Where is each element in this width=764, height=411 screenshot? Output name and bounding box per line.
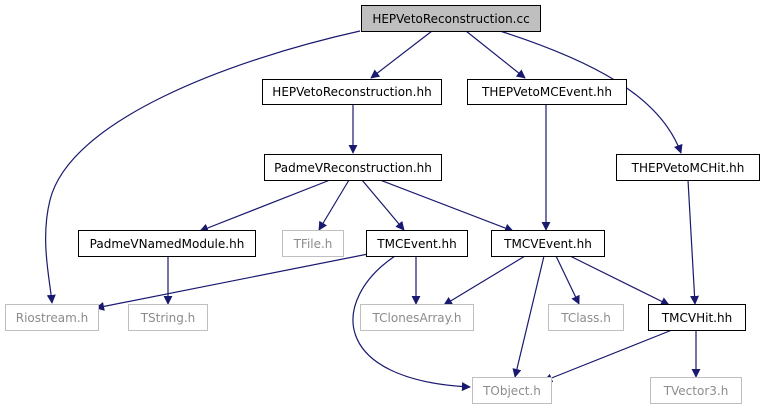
node-tobject: TObject.h <box>472 377 552 404</box>
node-tclones-array: TClonesArray.h <box>360 304 474 331</box>
edge-tmcv-event-to-tclass <box>555 255 580 305</box>
node-tmcv-event[interactable]: TMCVEvent.hh <box>491 230 605 257</box>
node-tstring: TString.h <box>128 304 208 331</box>
node-padme-v-named-module[interactable]: PadmeVNamedModule.hh <box>78 230 256 257</box>
edge-padme-v-reconstruction-to-padme-v-named-module <box>199 179 331 233</box>
edge-thep-veto-mc-hit-to-tmcv-hit <box>687 179 700 305</box>
node-padme-v-reconstruction[interactable]: PadmeVReconstruction.hh <box>264 154 442 181</box>
node-tclass: TClass.h <box>548 304 624 331</box>
node-thep-veto-mc-event[interactable]: THEPVetoMCEvent.hh <box>467 79 627 105</box>
node-tmcv-hit[interactable]: TMCVHit.hh <box>648 304 746 331</box>
node-label: Riostream.h <box>15 310 89 325</box>
edge-tmcv-hit-to-tobject <box>543 329 673 383</box>
node-hep-veto-reconstruction-cc: HEPVetoReconstruction.cc <box>361 5 541 32</box>
node-label: PadmeVReconstruction.hh <box>274 160 432 175</box>
node-label: TMCEvent.hh <box>377 236 457 251</box>
node-thep-veto-mc-hit[interactable]: THEPVetoMCHit.hh <box>616 154 760 181</box>
edge-tmcv-event-to-tobject <box>512 255 545 378</box>
node-label: TClass.h <box>561 310 611 325</box>
node-riostream: Riostream.h <box>5 304 99 331</box>
edge-tmc-event-to-riostream <box>95 253 369 311</box>
edge-root-to-riostream <box>45 30 361 304</box>
node-label: TFile.h <box>293 236 333 251</box>
edge-padme-v-reconstruction-to-tmcv-event <box>379 179 514 233</box>
node-label: TMCVHit.hh <box>661 310 733 325</box>
edge-root-to-thep-veto-mc-event <box>465 30 526 79</box>
node-label: HEPVetoReconstruction.hh <box>272 85 432 99</box>
node-tfile: TFile.h <box>282 230 344 257</box>
edge-padme-v-reconstruction-to-tfile <box>318 179 350 231</box>
node-tvector3: TVector3.h <box>650 377 742 404</box>
node-label: THEPVetoMCEvent.hh <box>481 85 612 99</box>
node-label: TString.h <box>140 310 196 325</box>
node-label: TMCVEvent.hh <box>504 236 592 251</box>
node-tmc-event[interactable]: TMCEvent.hh <box>366 230 468 257</box>
node-label: TClonesArray.h <box>372 310 462 325</box>
edge-tmc-event-to-tobject <box>352 255 471 392</box>
node-label: HEPVetoReconstruction.cc <box>372 11 530 26</box>
edge-padme-v-reconstruction-to-tmc-event <box>361 179 405 231</box>
node-label: PadmeVNamedModule.hh <box>89 236 245 251</box>
node-hep-veto-reconstruction-hh[interactable]: HEPVetoReconstruction.hh <box>262 79 442 105</box>
edge-tmcv-event-to-tclones-array <box>443 255 526 306</box>
edge-root-to-hep-veto-reconstruction-hh <box>370 30 433 79</box>
node-label: TVector3.h <box>663 383 729 398</box>
node-label: THEPVetoMCHit.hh <box>631 160 745 175</box>
node-label: TObject.h <box>483 383 541 398</box>
edge-tmcv-event-to-tmcv-hit <box>569 255 670 306</box>
